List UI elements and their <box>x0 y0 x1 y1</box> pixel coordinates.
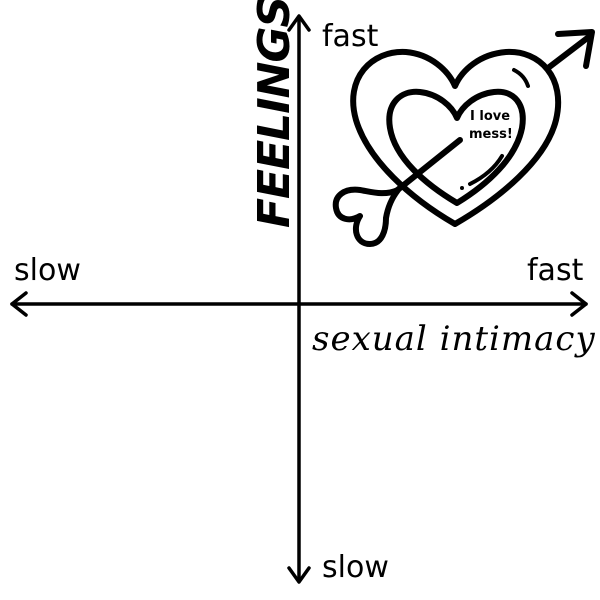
horizontal-axis-left-arrowhead <box>10 291 28 317</box>
axes <box>10 14 588 584</box>
vertical-axis-bottom-arrowhead <box>287 566 311 584</box>
heart-shine-top <box>512 68 530 88</box>
horizontal-axis-right-arrowhead <box>570 291 588 317</box>
heart-text-line2: mess! <box>469 127 513 142</box>
arrow-fletching-heart <box>332 186 401 247</box>
x-axis-title: sexual intimacy <box>312 319 596 359</box>
y-axis-top-label: fast <box>322 19 379 54</box>
x-axis-left-label: slow <box>14 253 81 288</box>
vertical-axis-top-arrowhead <box>287 14 311 32</box>
y-axis-bottom-label: slow <box>322 550 389 585</box>
x-axis-right-label: fast <box>527 253 584 288</box>
y-axis-title: FEELINGS <box>249 0 300 228</box>
heart-text-line1: I love <box>470 109 510 124</box>
heart-shine-dot <box>460 186 464 190</box>
heart-with-arrow-icon <box>332 29 595 247</box>
outer-heart-outline <box>350 48 562 227</box>
arrow-head <box>555 29 595 69</box>
inner-heart-outline <box>386 88 526 206</box>
arrow-shaft-back <box>545 33 593 71</box>
heart-shine-line <box>468 154 504 186</box>
arrow-shaft-front <box>392 137 463 195</box>
